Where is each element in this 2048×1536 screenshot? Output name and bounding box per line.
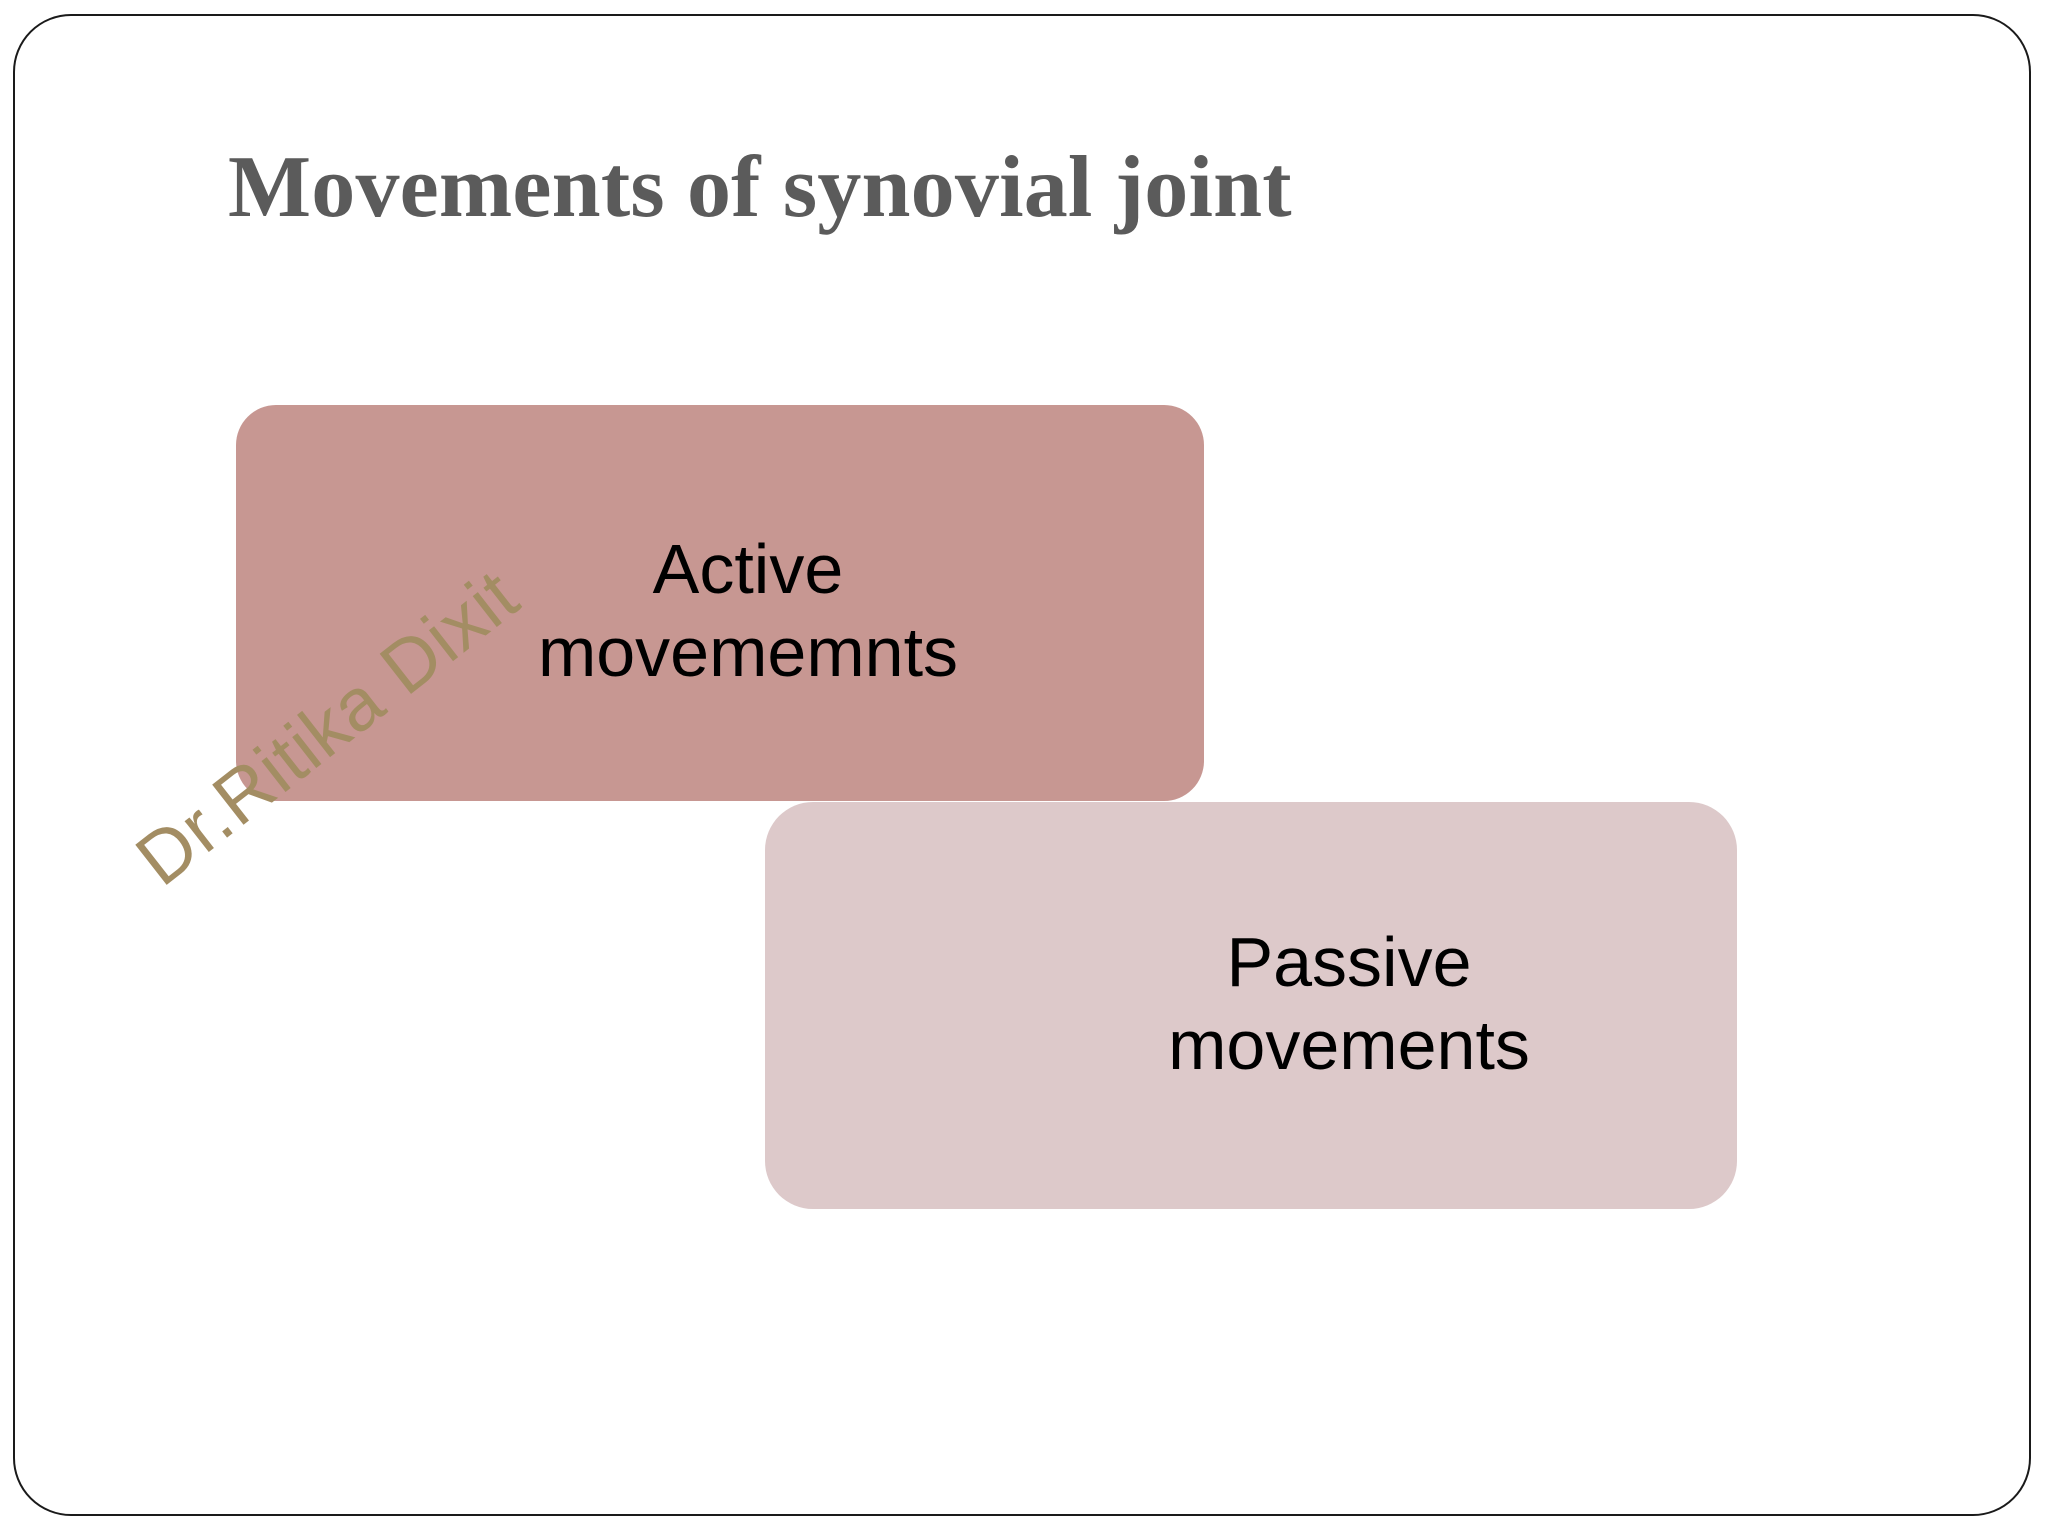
passive-line-1: Passive — [1226, 922, 1472, 1001]
page-title: Movements of synovial joint — [228, 139, 1292, 236]
active-line-1: Active — [652, 530, 844, 609]
passive-line-2: movements — [1168, 1005, 1530, 1084]
active-line-2: movememnts — [537, 613, 959, 691]
